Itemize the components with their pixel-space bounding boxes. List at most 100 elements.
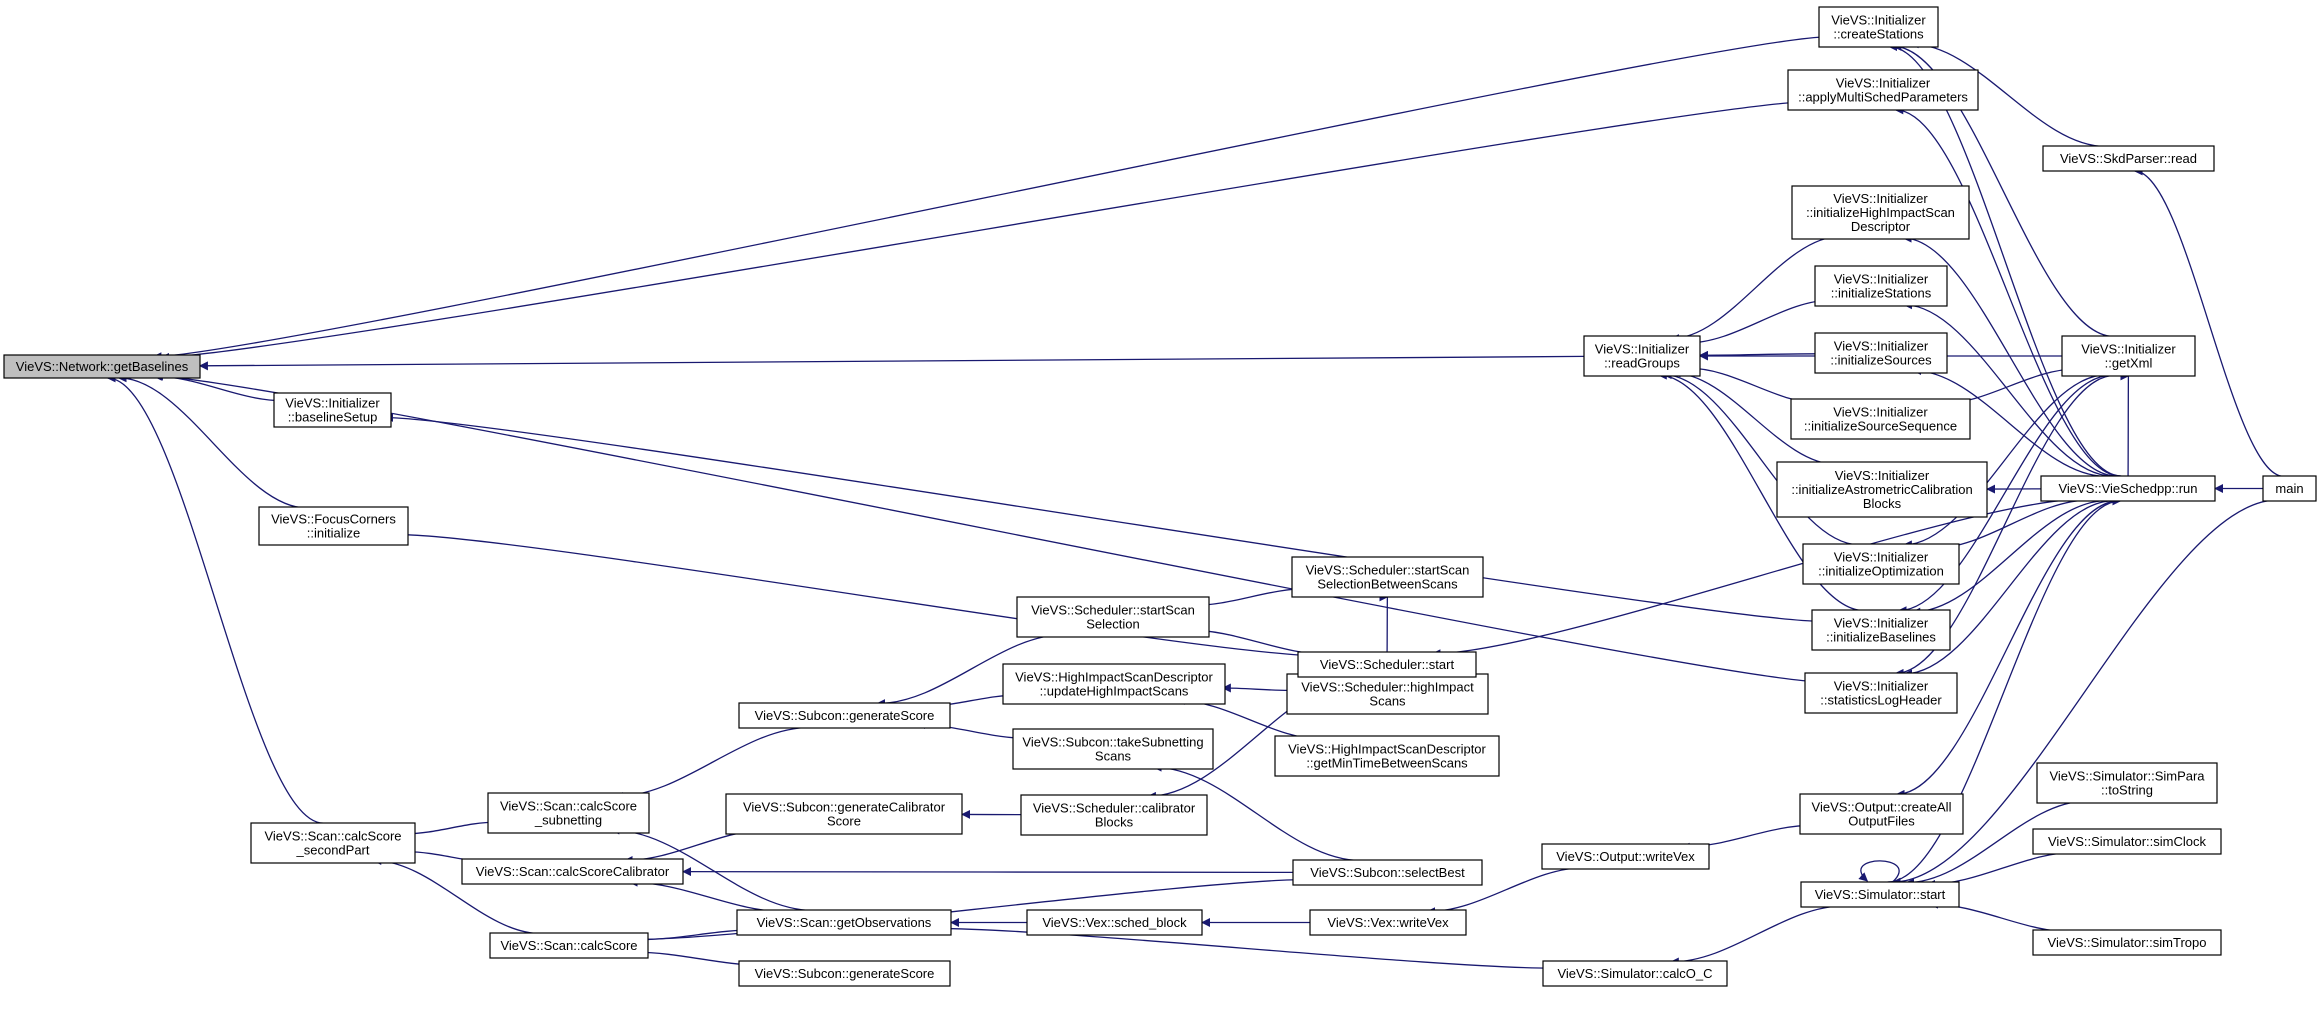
node-label: ::initializeSourceSequence [1804, 419, 1957, 434]
node-label: VieVS::VieSchedpp::run [2058, 481, 2197, 496]
call-edge [1431, 498, 2083, 659]
node-sim-para-to-string[interactable]: VieVS::Simulator::SimPara::toString [2036, 762, 2218, 804]
node-box [1026, 909, 1203, 936]
node-init-astrometric[interactable]: VieVS::Initializer::initializeAstrometri… [1776, 461, 1988, 518]
edge-line [1895, 500, 2119, 799]
node-calc-score[interactable]: VieVS::Scan::calcScore [489, 932, 649, 959]
node-simulator-start[interactable]: VieVS::Simulator::start [1800, 881, 1960, 908]
node-label: Descriptor [1851, 219, 1911, 234]
node-subcon-generate-score1[interactable]: VieVS::Subcon::generateScore [738, 702, 951, 729]
edge-line [404, 821, 497, 839]
node-label: ::initializeHighImpactScan [1806, 205, 1955, 220]
node-box [1787, 69, 1979, 111]
node-read-groups[interactable]: VieVS::Initializer::readGroups [1583, 335, 1701, 377]
node-label: VieVS::Subcon::generateCalibrator [743, 800, 946, 815]
node-baseline-setup[interactable]: VieVS::Initializer::baselineSetup [273, 392, 392, 428]
call-edge [1669, 905, 1846, 967]
edge-line [152, 371, 284, 402]
edge-line [117, 373, 308, 509]
node-main[interactable]: main [2262, 475, 2317, 502]
edge-line [1912, 366, 2106, 478]
node-create-stations[interactable]: VieVS::Initializer::createStations [1818, 6, 1939, 48]
edge-line [1903, 500, 2114, 679]
node-scheduler-start[interactable]: VieVS::Scheduler::start [1297, 651, 1477, 678]
node-label: VieVS::Initializer [285, 396, 380, 411]
call-edge [613, 726, 811, 802]
edge-line [1431, 498, 2083, 659]
node-label: VieVS::Simulator::calcO_C [1557, 966, 1712, 981]
node-label: ::initialize [307, 526, 360, 541]
edge-line [1928, 899, 2074, 933]
node-get-xml[interactable]: VieVS::Initializer::getXml [2061, 335, 2196, 377]
node-box [1291, 556, 1484, 598]
node-sim-tropo[interactable]: VieVS::Simulator::simTropo [2032, 929, 2222, 956]
node-label: SelectionBetweenScans [1317, 577, 1458, 592]
call-edge [628, 877, 788, 913]
node-get-observations[interactable]: VieVS::Scan::getObservations [736, 909, 952, 936]
node-sim-clock[interactable]: VieVS::Simulator::simClock [2032, 828, 2222, 855]
call-edge [1894, 105, 2121, 477]
node-label: ::baselineSetup [288, 410, 378, 425]
node-calc-score-subnetting[interactable]: VieVS::Scan::calcScore_subnetting [487, 792, 650, 834]
call-edge [1687, 363, 1823, 405]
node-label: Score [827, 814, 861, 829]
node-box [2032, 929, 2222, 956]
node-box [1541, 843, 1710, 870]
node-calc-score-second-part[interactable]: VieVS::Scan::calcScore_secondPart [250, 822, 416, 864]
node-box [1776, 461, 1988, 518]
node-init-sources[interactable]: VieVS::Initializer::initializeSources [1814, 332, 1948, 374]
node-label: VieVS::Subcon::takeSubnetting [1022, 735, 1203, 750]
node-box [738, 960, 951, 987]
call-edge [1891, 499, 2279, 887]
call-edge [1902, 300, 2113, 477]
call-edge [152, 36, 1827, 362]
node-init-source-sequence[interactable]: VieVS::Initializer::initializeSourceSequ… [1790, 398, 1971, 440]
edge-line [1685, 299, 1834, 348]
node-sched-block[interactable]: VieVS::Vex::sched_block [1026, 909, 1203, 936]
node-update-high-impact-scans[interactable]: VieVS::HighImpactScanDescriptor::updateH… [1002, 663, 1226, 705]
node-fc-initialize[interactable]: VieVS::FocusCorners::initialize [258, 506, 409, 546]
node-get-baselines[interactable]: VieVS::Network::getBaselines [3, 354, 201, 379]
node-label: ::initializeSources [1830, 353, 1932, 368]
call-edge [384, 412, 1820, 622]
node-label: ::toString [2101, 783, 2153, 798]
node-box [738, 702, 951, 729]
node-box [1583, 335, 1701, 377]
node-init-stations[interactable]: VieVS::Initializer::initializeStations [1814, 265, 1948, 307]
node-sim-calc-oc[interactable]: VieVS::Simulator::calcO_C [1542, 960, 1728, 987]
node-get-min-time-between-scans[interactable]: VieVS::HighImpactScanDescriptor::getMinT… [1274, 735, 1500, 777]
node-vex-write-vex[interactable]: VieVS::Vex::writeVex [1309, 909, 1467, 936]
node-init-high-impact[interactable]: VieVS::Initializer::initializeHighImpact… [1791, 185, 1970, 240]
node-calc-score-calibrator[interactable]: VieVS::Scan::calcScoreCalibrator [461, 858, 684, 885]
call-edge [1657, 370, 1865, 612]
node-statistics-log-header[interactable]: VieVS::Initializer::statisticsLogHeader [1804, 672, 1958, 714]
edge-line [628, 877, 788, 913]
call-edge [1909, 39, 2106, 148]
call-edge [1895, 500, 2119, 799]
node-vie-schedpp-run[interactable]: VieVS::VieSchedpp::run [2040, 475, 2216, 502]
node-apply-multi-sched[interactable]: VieVS::Initializer::applyMultiSchedParam… [1787, 69, 1979, 111]
node-output-write-vex[interactable]: VieVS::Output::writeVex [1541, 843, 1710, 870]
node-subcon-select-best[interactable]: VieVS::Subcon::selectBest [1292, 859, 1483, 886]
node-box [461, 858, 684, 885]
node-init-optimization[interactable]: VieVS::Initializer::initializeOptimizati… [1802, 543, 1960, 585]
node-skd-parser-read[interactable]: VieVS::SkdParser::read [2042, 145, 2215, 172]
node-start-scan-sel-between[interactable]: VieVS::Scheduler::startScanSelectionBetw… [1291, 556, 1484, 598]
node-box [1811, 609, 1951, 651]
node-init-baselines[interactable]: VieVS::Initializer::initializeBaselines [1811, 609, 1951, 651]
node-box [1802, 543, 1960, 585]
node-label: VieVS::Initializer [1834, 339, 1929, 354]
node-label: ::initializeOptimization [1818, 564, 1944, 579]
node-label: VieVS::Simulator::SimPara [2049, 769, 2205, 784]
node-box [1274, 735, 1500, 777]
edge-line [1909, 39, 2106, 148]
node-subcon-generate-score2[interactable]: VieVS::Subcon::generateScore [738, 960, 951, 987]
node-label: _subnetting [534, 813, 602, 828]
call-edge [1911, 499, 2107, 617]
